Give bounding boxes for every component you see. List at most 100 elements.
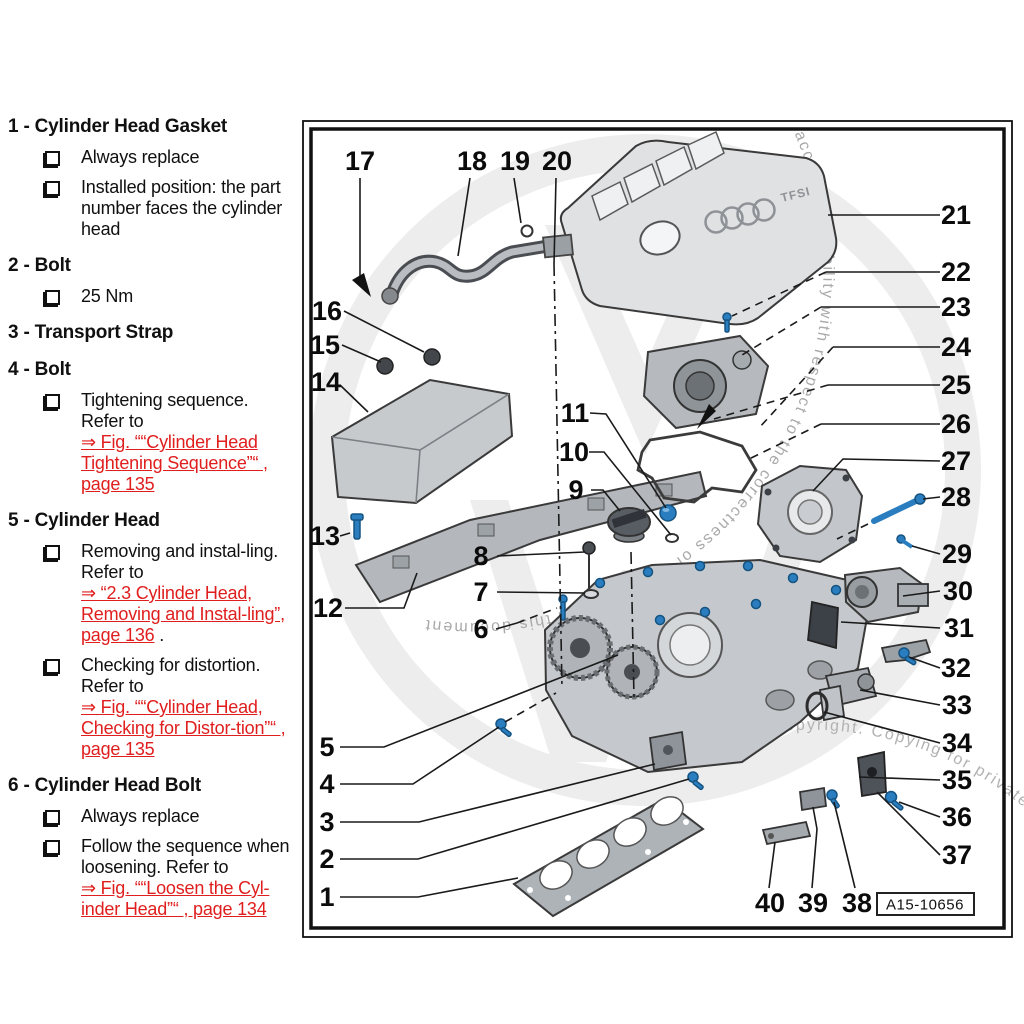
callout-number-20: 20 [542,146,572,176]
transport-strap [649,730,687,772]
legend-bullet-text: 25 Nm [81,286,134,306]
legend-bullet-text: Installed position: the part number face… [81,177,283,239]
leader-lines [339,177,941,898]
legend-item-title: 5 - Cylinder Head [8,510,160,531]
head-gasket [512,796,705,918]
plug-11 [659,504,677,522]
legend-item: 3 - Transport Strap [8,322,298,344]
support-rail [354,470,708,604]
throttle-body [756,464,864,564]
figure-id-label: A15-10656 [886,897,964,914]
callout-number-13: 13 [310,521,340,551]
grommet [423,348,441,366]
callout-number-28: 28 [941,482,971,512]
engine-cover: TFSI [559,130,838,326]
callout-number-4: 4 [319,769,334,799]
legend-item: 2 - Bolt 25 Nm [8,255,298,307]
callout-number-36: 36 [942,802,972,832]
callout-number-38: 38 [842,888,872,918]
cross-reference-link[interactable]: ⇒ Fig. ““Cylinder Head Tightening Sequen… [81,432,268,494]
callout-number-6: 6 [473,614,488,644]
legend-bullet-text: Always replace [81,806,200,826]
legend-item-title: 4 - Bolt [8,359,71,380]
coolant-flange [843,566,929,624]
seal-ring [520,224,534,238]
cross-reference-link[interactable]: ⇒ Fig. ““Cylinder Head, Checking for Dis… [81,697,286,759]
direction-arrow [352,273,371,297]
valve-cover [330,348,514,505]
callout-number-11: 11 [561,398,590,428]
cylinder-head [543,533,870,774]
checkbox-bullet-icon [45,810,60,825]
screw-28 [871,493,926,524]
callout-number-3: 3 [319,807,334,837]
callout-number-21: 21 [941,200,971,230]
legend-bullet: Always replace [8,147,298,168]
bolt-13 [350,513,364,540]
callout-number-27: 27 [941,446,971,476]
legend-bullet: Follow the sequence when loosening. Refe… [8,836,298,920]
seal-ring [665,533,679,543]
legend-bullet: Tightening sequence. Refer to⇒ Fig. ““Cy… [8,390,298,495]
grommet [376,357,394,375]
legend-item-title: 1 - Cylinder Head Gasket [8,116,228,137]
callout-number-18: 18 [457,146,487,176]
legend-item-title: 2 - Bolt [8,255,71,276]
callout-number-25: 25 [941,370,971,400]
callout-number-5: 5 [319,732,334,762]
callout-number-12: 12 [313,593,343,623]
cross-reference-link[interactable]: ⇒ Fig. ““Loosen the Cyl-inder Head”“ , p… [81,878,270,919]
legend-bullet: 25 Nm [8,286,298,307]
bolt-2 [687,771,704,791]
callout-number-22: 22 [941,257,971,287]
callout-number-34: 34 [942,728,972,758]
small-bracket [799,786,827,812]
callout-number-31: 31 [944,613,974,643]
callout-number-29: 29 [942,539,972,569]
retainer-strap [761,820,812,846]
callout-number-30: 30 [943,576,973,606]
legend-bullet: Installed position: the part number face… [8,177,298,240]
bolt-38 [826,789,840,809]
callout-number-9: 9 [568,475,583,505]
bolt-36 [884,790,904,811]
legend-bullet-text: Follow the sequence when loosening. Refe… [81,836,290,919]
legend-bullet-text: Checking for distortion. Refer to⇒ Fig. … [81,655,286,759]
checkbox-bullet-icon [45,840,60,855]
callout-number-32: 32 [941,653,971,683]
callout-number-14: 14 [311,367,341,397]
legend-item-title: 6 - Cylinder Head Bolt [8,775,202,796]
link-suffix: . [154,625,165,645]
screw-29 [896,534,914,549]
cross-reference-link[interactable]: ⇒ “2.3 Cylinder Head, Removing and Insta… [81,583,285,645]
checkbox-bullet-icon [45,659,60,674]
callout-number-1: 1 [319,882,334,912]
legend-bullet: Always replace [8,806,298,827]
callout-number-2: 2 [319,844,334,874]
check-valve [582,541,599,599]
bolt-22 [722,312,732,333]
legend-bullet: Removing and instal-ling. Refer to⇒ “2.3… [8,541,298,646]
seal-washer [583,589,599,599]
callout-number-15: 15 [310,330,340,360]
callout-number-39: 39 [798,888,828,918]
oil-filler-cap [607,507,651,543]
sealing-cover [807,600,839,650]
checkbox-bullet-icon [45,151,60,166]
legend-item-title: 3 - Transport Strap [8,322,174,343]
callout-number-37: 37 [942,840,972,870]
gasket-outline [636,430,758,504]
engine-mount [805,666,878,722]
blue-fasteners [350,312,926,811]
direction-arrow [697,404,716,429]
callout-number-8: 8 [473,541,488,571]
head-bolts-blue [594,560,842,626]
callout-number-33: 33 [942,690,972,720]
figure-id-box: A15-10656 [876,892,975,916]
figure-frame [302,120,1013,938]
